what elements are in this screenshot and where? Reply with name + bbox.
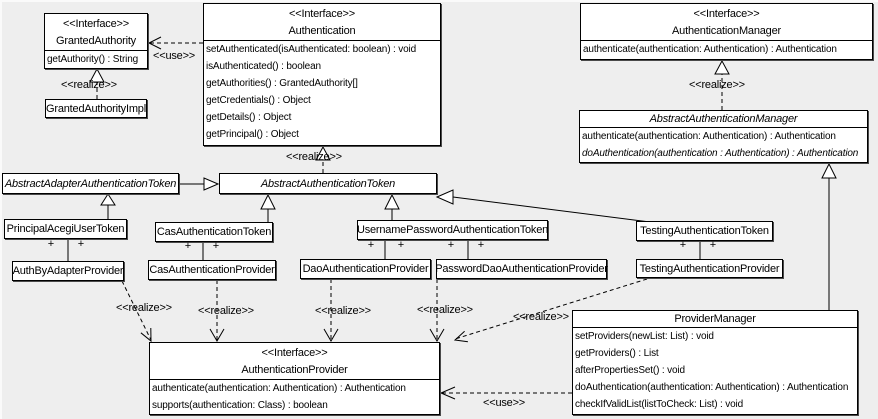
method-abstract: doAuthentication(authentication : Authen… [582,148,859,159]
method: supports(authentication: Class) : boolea… [152,400,328,411]
gen-triangle-principal [100,193,116,206]
edge-label-realize-casprovider: <<realize>> [198,305,254,317]
realize-triangle-authenticationmanager [714,59,730,75]
class-name: AbstractAuthenticationToken [260,177,396,190]
multiplicity-plus: + [397,239,405,251]
edge-label-use-grantedauthority: <<use>> [153,50,196,62]
class-name: Authentication [288,25,356,37]
class-provider-manager: ProviderManager setProviders(newList: Li… [572,310,858,415]
edge-label-realize-abstracttoken: <<realize>> [286,151,342,163]
class-name: CasAuthenticationToken [156,226,272,238]
method: getCredentials() : Object [206,95,311,106]
class-name: ProviderManager [674,313,756,325]
gen-triangle-usernamepassword [384,193,400,210]
class-name: AuthByAdapterProvider [12,265,124,277]
class-name: PasswordDaoAuthenticationProvider [435,263,608,275]
class-name: AbstractAuthenticationManager [649,113,798,125]
class-cas-authentication-provider: CasAuthenticationProvider [148,260,276,280]
edge-label-realize-testingprovider: <<realize>> [513,311,569,323]
edge-label-realize-grantedauthorityimpl: <<realize>> [61,79,117,91]
method: setProviders(newList: List) : void [575,331,714,342]
class-name: TestingAuthenticationToken [640,225,769,237]
realize-passworddao-arrowhead [429,328,445,342]
method: authenticate(authentication: Authenticat… [582,131,836,142]
multiplicity-plus: + [679,239,687,251]
method: getPrincipal() : Object [206,129,299,140]
edge-label-realize-authbyadapter: <<realize>> [116,302,172,314]
edge-label-realize-abstractmanager: <<realize>> [689,79,745,91]
class-name: PrincipalAcegiUserToken [6,223,125,235]
multiplicity-plus: + [477,239,485,251]
use-arrowhead-left [147,36,162,50]
multiplicity-plus: + [47,238,55,250]
class-name: GrantedAuthority [56,35,136,47]
class-principal-acegi-user-token: PrincipalAcegiUserToken [4,219,127,239]
realize-testingprovider-arrowhead [453,330,468,343]
class-cas-authentication-token: CasAuthenticationToken [155,222,273,242]
use-providermanager-arrowhead [439,386,456,400]
gen-triangle-testingtoken [435,189,454,205]
class-authentication: <<Interface>> Authentication setAuthenti… [203,3,441,146]
method: doAuthentication(authentication: Authent… [575,382,849,393]
multiplicity-plus: + [367,239,375,251]
realize-triangle-grantedauthority [89,67,105,83]
class-auth-by-adapter-provider: AuthByAdapterProvider [12,261,124,281]
class-dao-authentication-provider: DaoAuthenticationProvider [300,259,431,279]
realize-testingprovider-line [454,278,648,340]
class-abstract-adapter-authentication-token: AbstractAdapterAuthenticationToken [2,173,179,194]
class-name: AuthenticationProvider [241,364,348,376]
method: checkIfValidList(listToCheck: List) : vo… [575,399,744,410]
class-abstract-authentication-token: AbstractAuthenticationToken [219,173,437,194]
edge-label-use-providermanager: <<use>> [483,397,526,409]
method: afterPropertiesSet() : void [575,365,685,376]
method: getProviders() : List [575,348,659,359]
realize-authbyadapter-arrowhead [140,327,152,343]
gen-triangle-cas [260,193,276,210]
stereotype: <<Interface>> [693,8,760,20]
class-granted-authority-impl: GrantedAuthorityImpl [45,99,147,118]
class-name: CasAuthenticationProvider [149,264,275,276]
class-name: TestingAuthenticationProvider [639,262,780,275]
stereotype: <<Interface>> [261,347,328,359]
multiplicity-plus: + [184,240,192,252]
class-testing-authentication-token: TestingAuthenticationToken [636,221,773,241]
stereotype: <<Interface>> [63,18,129,30]
realize-daoprovider-arrowhead [323,328,339,342]
class-username-password-authentication-token: UsernamePasswordAuthenticationToken [357,220,548,240]
method: setAuthenticated(isAuthenticated: boolea… [206,44,417,55]
class-abstract-authentication-manager: AbstractAuthenticationManager authentica… [579,110,868,163]
realize-casprovider-arrowhead [209,328,225,342]
method: authenticate(authentication: Authenticat… [152,383,406,394]
class-name: UsernamePasswordAuthenticationToken [356,224,549,236]
method: isAuthenticated() : boolean [206,61,321,72]
class-password-dao-authentication-provider: PasswordDaoAuthenticationProvider [435,259,608,279]
stereotype: <<Interface>> [289,8,355,20]
class-authentication-provider: <<Interface>> AuthenticationProvider aut… [149,342,440,415]
class-name: DaoAuthenticationProvider [302,263,429,275]
class-granted-authority: <<Interface>> GrantedAuthority getAuthor… [44,13,148,69]
class-name: GrantedAuthorityImpl [46,102,146,115]
realize-triangle-authentication [315,145,331,161]
class-authentication-manager: <<Interface>> AuthenticationManager auth… [580,3,873,60]
multiplicity-plus: + [447,239,455,251]
method: authenticate(authentication: Authenticat… [583,44,837,55]
multiplicity-plus: + [212,240,220,252]
method: getAuthority() : String [47,54,139,65]
multiplicity-plus: + [77,238,85,250]
gen-testingtoken-line [452,196,651,223]
method: getAuthorities() : GrantedAuthority[] [206,78,358,89]
edge-label-realize-passworddao: <<realize>> [417,304,473,316]
class-name: AuthenticationManager [672,25,781,37]
gen-triangle-adaptertoken [203,177,220,191]
edge-label-realize-daoprovider: <<realize>> [315,305,371,317]
gen-triangle-providermanager [821,162,837,179]
method: getDetails() : Object [206,112,292,123]
realize-authbyadapter-line [121,280,152,341]
class-name: AbstractAdapterAuthenticationToken [4,177,177,190]
class-testing-authentication-provider: TestingAuthenticationProvider [636,259,783,278]
multiplicity-plus: + [709,239,717,251]
